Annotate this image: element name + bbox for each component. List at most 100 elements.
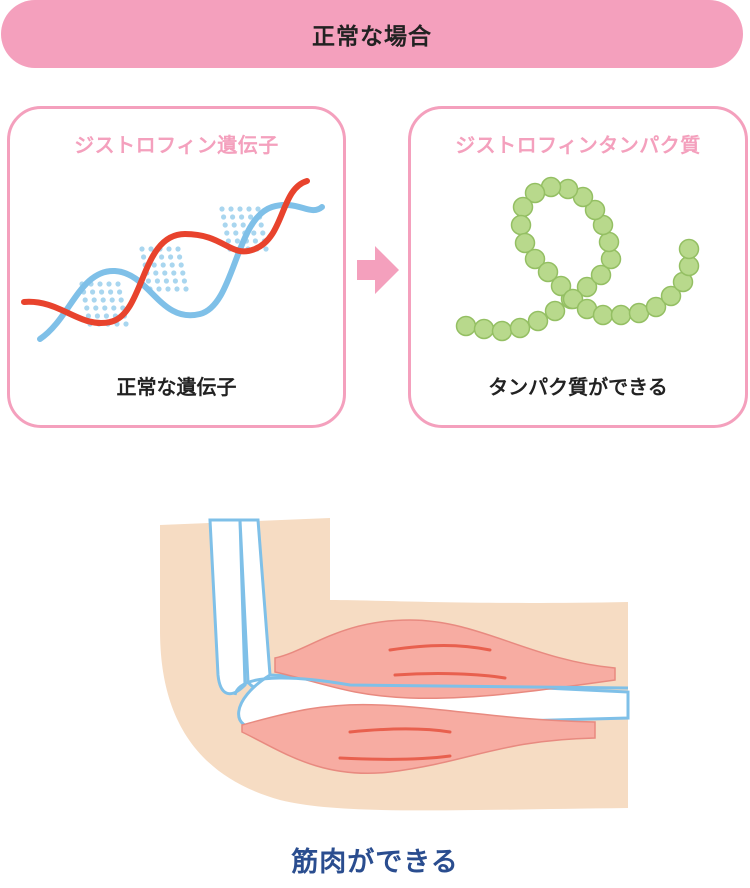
dna-base-dot [85, 313, 91, 319]
protein-bead [537, 261, 559, 283]
protein-bead [645, 296, 667, 318]
dna-base-dot [97, 281, 103, 287]
dna-base-dot [103, 313, 109, 319]
protein-bead [678, 238, 700, 260]
dna-base-dot [174, 286, 180, 292]
dna-base-dot [233, 230, 239, 236]
protein-bead [524, 248, 546, 270]
dna-base-dot [252, 238, 258, 244]
dna-base-dot [90, 289, 96, 295]
dna-base-dot [168, 254, 174, 260]
dna-base-dot [100, 297, 106, 303]
dna-base-dot [117, 289, 123, 295]
protein-bead [600, 248, 622, 270]
protein-bead [660, 285, 682, 307]
dna-base-dot [240, 222, 246, 228]
protein-bead [584, 199, 606, 221]
protein-bead [590, 264, 612, 286]
arm-muscle-icon [160, 518, 630, 811]
dna-base-dot [222, 222, 228, 228]
dna-base-dot [234, 238, 240, 244]
protein-bead [550, 275, 572, 297]
dna-base-dot [94, 313, 100, 319]
protein-bead [527, 310, 549, 332]
dna-base-dot [139, 246, 145, 252]
dna-base-dot [160, 262, 166, 268]
dna-base-dot [162, 270, 168, 276]
protein-bead [557, 178, 579, 200]
protein-panel-title: ジストロフィンタンパク質 [455, 133, 701, 157]
dna-base-dot [102, 305, 108, 311]
header-title: 正常な場合 [1, 0, 743, 68]
protein-bead [524, 182, 546, 204]
gene-panel-title: ジストロフィン遺伝子 [74, 133, 279, 157]
protein-bead [592, 304, 614, 326]
dna-base-dot [175, 246, 181, 252]
dna-base-dot [82, 297, 88, 303]
dna-base-dot [263, 246, 269, 252]
dna-base-dot [169, 262, 175, 268]
dna-base-dot [166, 246, 172, 252]
dna-base-dot [219, 206, 225, 212]
dna-base-dot [111, 305, 117, 311]
right-arrow-icon [357, 246, 399, 294]
protein-bead [576, 276, 598, 298]
protein-chain-icon [455, 176, 700, 342]
protein-bead [610, 304, 632, 326]
dna-base-dot [91, 297, 97, 303]
gene-panel-caption: 正常な遺伝子 [116, 375, 237, 399]
dna-base-dot [106, 281, 112, 287]
dna-base-dot [239, 214, 245, 220]
protein-bead [510, 214, 532, 236]
protein-panel-caption: タンパク質ができる [488, 375, 668, 399]
dna-base-dot [180, 270, 186, 276]
dna-base-dot [171, 270, 177, 276]
dna-base-dot [228, 206, 234, 212]
protein-panel: ジストロフィンタンパク質 タンパク質ができる [408, 106, 748, 428]
muscle-caption: 筋肉ができる [291, 847, 459, 878]
dna-base-dot [172, 278, 178, 284]
dna-base-dot [221, 214, 227, 220]
dna-base-dot [151, 262, 157, 268]
protein-bead [473, 318, 495, 340]
dna-base-dot [84, 305, 90, 311]
dna-base-dot [177, 254, 183, 260]
dna-base-dot [165, 286, 171, 292]
dna-base-dot [154, 278, 160, 284]
dna-base-dot [255, 206, 261, 212]
dna-base-dot [163, 278, 169, 284]
gene-panel: ジストロフィン遺伝子 正常な遺伝子 [7, 106, 346, 428]
protein-bead [678, 255, 700, 277]
dna-base-dot [258, 222, 264, 228]
dna-base-dot [93, 305, 99, 311]
protein-bead [628, 302, 650, 324]
dna-double-helix-icon [21, 178, 325, 342]
dna-base-dot [115, 281, 121, 287]
dna-base-dot [118, 297, 124, 303]
protein-bead [514, 232, 536, 254]
dna-base-dot [246, 206, 252, 212]
dna-base-dot [230, 214, 236, 220]
dna-base-dot [141, 254, 147, 260]
dna-base-dot [123, 321, 129, 327]
dna-base-dot [159, 254, 165, 260]
dna-base-dot [108, 289, 114, 295]
dna-base-dot [178, 262, 184, 268]
dna-base-dot [109, 297, 115, 303]
dna-base-dot [248, 214, 254, 220]
dna-base-dot [260, 230, 266, 236]
dna-base-dot [251, 230, 257, 236]
dna-base-dot [225, 238, 231, 244]
dna-base-dot [224, 230, 230, 236]
dna-base-dot [237, 206, 243, 212]
dna-base-dot [145, 278, 151, 284]
dna-base-dot [181, 278, 187, 284]
protein-bead [509, 317, 531, 339]
protein-bead [455, 315, 477, 337]
dna-base-dot [153, 270, 159, 276]
protein-bead [562, 288, 584, 310]
protein-bead [491, 320, 513, 342]
protein-bead [512, 196, 534, 218]
dna-base-dot [231, 222, 237, 228]
dna-base-dot [156, 286, 162, 292]
